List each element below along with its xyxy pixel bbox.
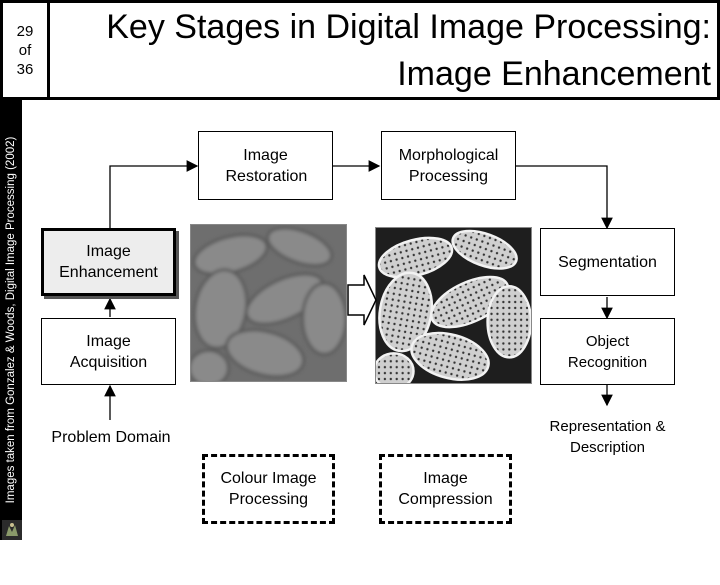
problem-domain-label: Problem Domain — [51, 428, 171, 446]
side-strip: Images taken from Gonzalez & Woods, Digi… — [0, 0, 22, 540]
segmentation-box[interactable]: Segmentation — [540, 228, 675, 296]
title-box: Key Stages in Digital Image Processing: … — [50, 0, 720, 100]
representation-description-label: Representation & Description — [549, 418, 666, 456]
colour-image-processing-box[interactable]: Colour Image Processing — [202, 454, 335, 524]
image-enhancement-box[interactable]: Image Enhancement — [41, 228, 176, 296]
image-enhancement-label: Image Enhancement — [59, 243, 158, 281]
slide-of: of — [18, 41, 32, 59]
slide-counter: 29 of 36 — [0, 0, 50, 100]
slide-title-line2: Image Enhancement — [397, 55, 711, 93]
logo-icon — [2, 520, 22, 540]
segmentation-label: Segmentation — [558, 253, 657, 271]
slide-title-line1: Key Stages in Digital Image Processing: — [106, 8, 711, 46]
problem-domain-label-box: Problem Domain — [36, 422, 186, 452]
representation-description-box[interactable]: Representation & Description — [540, 407, 675, 467]
image-compression-box[interactable]: Image Compression — [379, 454, 512, 524]
image-restoration-label: Image Restoration — [225, 146, 308, 185]
original-pollen-image — [190, 224, 347, 382]
slide-total: 36 — [16, 60, 34, 78]
image-compression-label: Image Compression — [398, 470, 493, 508]
slide-number: 29 — [16, 22, 34, 40]
flow-connectors — [104, 160, 613, 420]
image-acquisition-box[interactable]: Image Acquisition — [41, 318, 176, 385]
object-recognition-label: Object Recognition — [567, 332, 648, 371]
colour-image-processing-label: Colour Image Processing — [220, 470, 317, 508]
morphological-processing-box[interactable]: Morphological Processing — [381, 131, 516, 200]
object-recognition-box[interactable]: Object Recognition — [540, 318, 675, 385]
image-restoration-box[interactable]: Image Restoration — [198, 131, 333, 200]
morphological-processing-label: Morphological Processing — [398, 146, 499, 185]
enhanced-pollen-image — [375, 227, 532, 384]
image-acquisition-label: Image Acquisition — [69, 332, 148, 371]
